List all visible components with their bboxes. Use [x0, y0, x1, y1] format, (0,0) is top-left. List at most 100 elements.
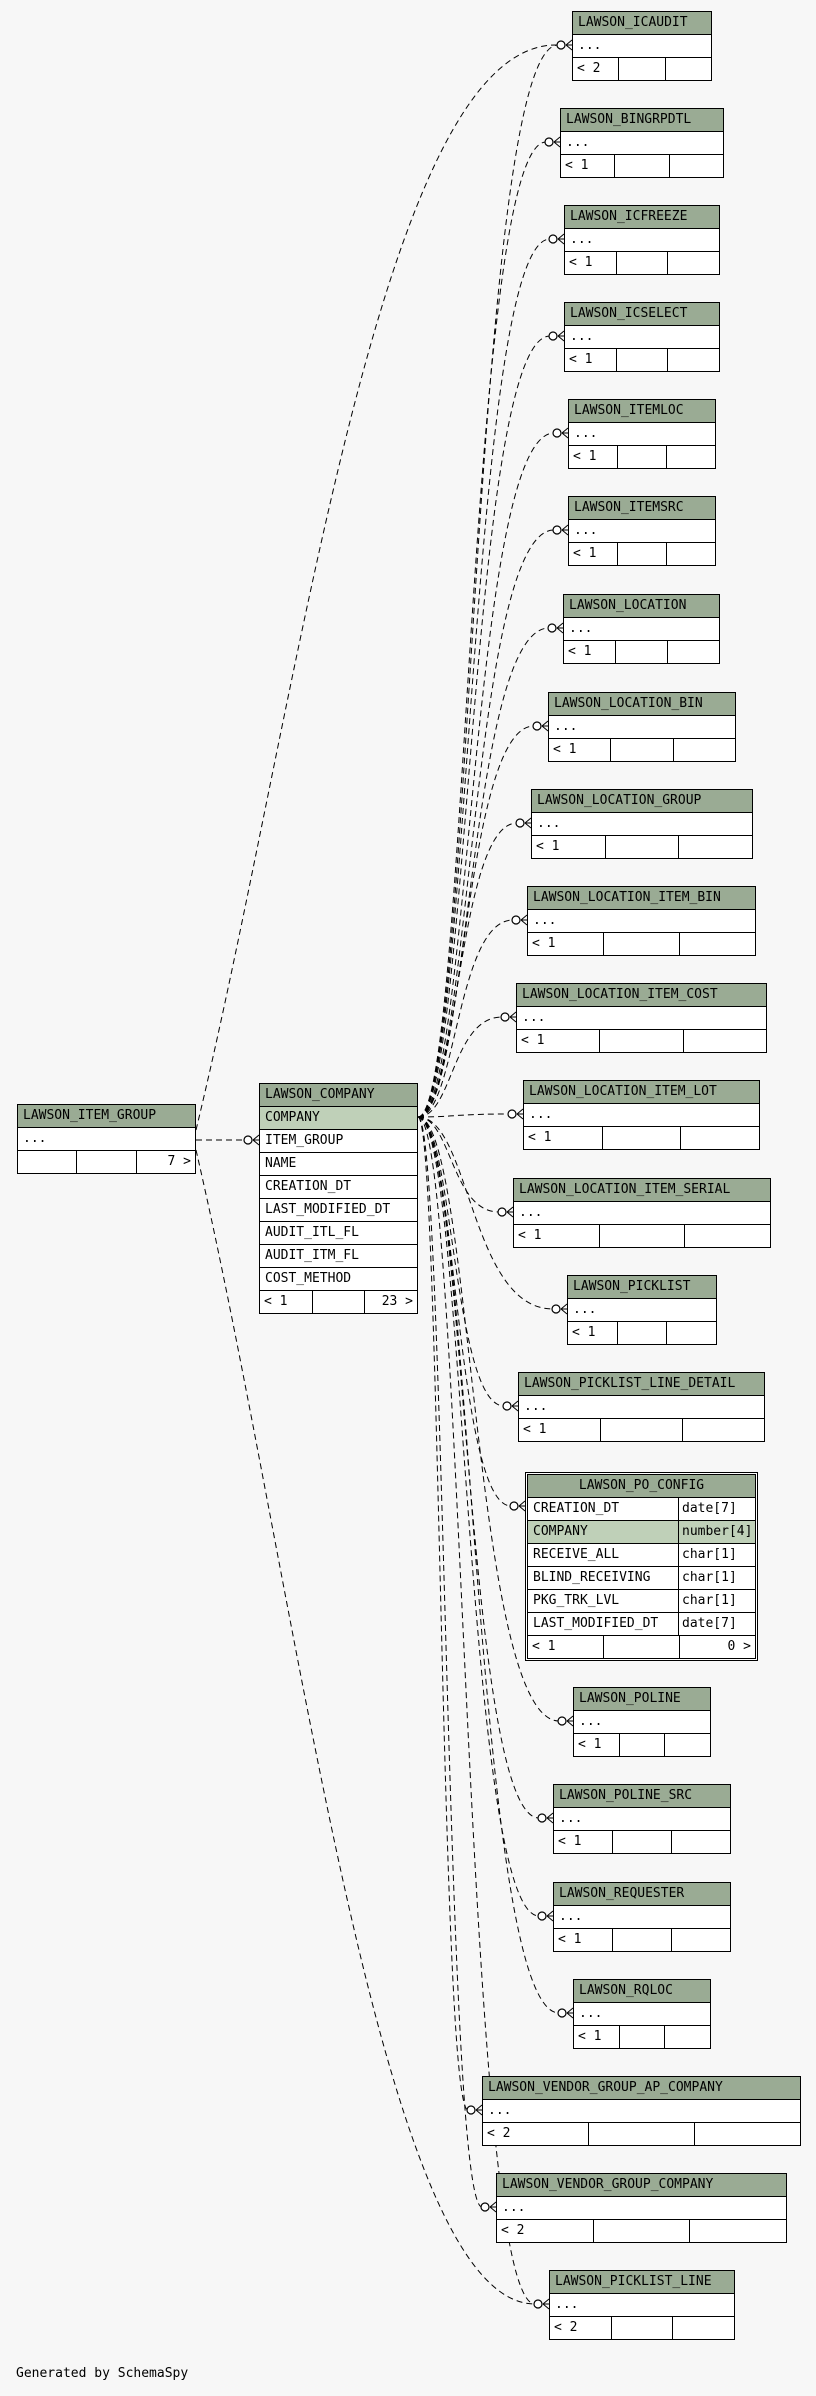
optional-circle [537, 1813, 547, 1823]
ellipsis-row: ... [550, 2294, 734, 2317]
table-child[interactable]: LAWSON_REQUESTER ... < 1 [553, 1882, 731, 1952]
optional-circle [243, 1135, 253, 1145]
table-title: LAWSON_POLINE_SRC [554, 1785, 730, 1808]
table-title: LAWSON_PO_CONFIG [528, 1475, 755, 1498]
parents-count: < 1 [565, 349, 617, 371]
table-child[interactable]: LAWSON_PICKLIST_LINE ... < 2 [549, 2270, 735, 2340]
optional-circle [497, 1207, 507, 1217]
optional-circle [515, 818, 525, 828]
columns-count [604, 933, 680, 955]
columns-count [601, 1419, 683, 1441]
table-lawson-company[interactable]: LAWSON_COMPANY COMPANY ITEM_GROUP NAME C… [259, 1083, 418, 1314]
table-child[interactable]: LAWSON_PICKLIST ... < 1 [567, 1275, 717, 1345]
table-title: LAWSON_LOCATION_ITEM_COST [517, 984, 766, 1007]
optional-circle [466, 2105, 476, 2115]
ellipsis-row: ... [565, 326, 719, 349]
parents-count: < 1 [524, 1127, 603, 1149]
table-child[interactable]: LAWSON_LOCATION_ITEM_SERIAL ... < 1 [513, 1178, 771, 1248]
columns-count [612, 2317, 674, 2339]
table-footer: < 1 [532, 836, 752, 858]
optional-circle [532, 721, 542, 731]
table-child[interactable]: LAWSON_LOCATION_ITEM_BIN ... < 1 [527, 886, 756, 956]
table-child[interactable]: LAWSON_POLINE ... < 1 [573, 1687, 711, 1757]
children-count [666, 58, 711, 80]
table-child[interactable]: LAWSON_ITEMSRC ... < 1 [568, 496, 716, 566]
table-footer: < 2 [483, 2123, 800, 2145]
columns-count [618, 1322, 668, 1344]
table-child[interactable]: LAWSON_PICKLIST_LINE_DETAIL ... < 1 [518, 1372, 765, 1442]
table-lawson-item-group[interactable]: LAWSON_ITEM_GROUP ... 7 > [17, 1104, 196, 1174]
columns-count [600, 1225, 686, 1247]
parents-count: < 1 [561, 155, 616, 177]
table-child[interactable]: LAWSON_VENDOR_GROUP_COMPANY ... < 2 [496, 2173, 787, 2243]
table-child[interactable]: LAWSON_LOCATION_BIN ... < 1 [548, 692, 736, 762]
columns-count [77, 1151, 137, 1173]
ellipsis-row: ... [569, 520, 715, 543]
column-type: date[7] [682, 1501, 737, 1516]
table-title: LAWSON_LOCATION [564, 595, 719, 618]
optional-circle [507, 1109, 517, 1119]
optional-circle [537, 1911, 547, 1921]
columns-count [620, 1734, 666, 1756]
columns-count [616, 641, 668, 663]
optional-circle [533, 2299, 543, 2309]
columns-count [611, 739, 674, 761]
columns-count [606, 836, 680, 858]
parents-count: < 1 [564, 641, 616, 663]
table-footer: < 1 [517, 1030, 766, 1052]
children-count [695, 2123, 800, 2145]
table-child[interactable]: LAWSON_RQLOC ... < 1 [573, 1979, 711, 2049]
children-count [665, 2026, 710, 2048]
table-title: LAWSON_VENDOR_GROUP_COMPANY [497, 2174, 786, 2197]
table-child[interactable]: LAWSON_LOCATION_ITEM_COST ... < 1 [516, 983, 767, 1053]
ellipsis-row: ... [549, 716, 735, 739]
table-footer: < 1 [564, 641, 719, 663]
children-count [667, 446, 715, 468]
table-child[interactable]: LAWSON_ICAUDIT ... < 2 [572, 11, 712, 81]
columns-count [589, 2123, 695, 2145]
table-title: LAWSON_VENDOR_GROUP_AP_COMPANY [483, 2077, 800, 2100]
column-name: CREATION_DT [528, 1498, 679, 1520]
relationship-line [417, 141, 547, 1118]
table-child[interactable]: LAWSON_LOCATION_ITEM_LOT ... < 1 [523, 1080, 760, 1150]
ellipsis-row: ... [18, 1128, 195, 1151]
optional-circle [500, 1012, 510, 1022]
table-child[interactable]: LAWSON_ICFREEZE ... < 1 [564, 205, 720, 275]
ellipsis-row: ... [561, 132, 723, 155]
columns-count [594, 2220, 691, 2242]
relationship-line [417, 1016, 503, 1118]
relationship-line [417, 1116, 500, 1213]
columns-count [613, 1929, 672, 1951]
parents-count: < 1 [514, 1225, 600, 1247]
table-footer: < 1 [574, 1734, 710, 1756]
table-child[interactable]: LAWSON_LOCATION_GROUP ... < 1 [531, 789, 753, 859]
parents-count [18, 1151, 78, 1173]
table-child[interactable]: LAWSON_ITEMLOC ... < 1 [568, 399, 716, 469]
columns-count [603, 1127, 682, 1149]
children-count: 7 > [167, 1154, 191, 1169]
table-child[interactable]: LAWSON_ICSELECT ... < 1 [564, 302, 720, 372]
ellipsis-row: ... [524, 1104, 759, 1127]
ellipsis-row: ... [574, 2003, 710, 2026]
generated-by-label: Generated by SchemaSpy [16, 2366, 189, 2381]
ellipsis-row: ... [528, 910, 755, 933]
table-child[interactable]: LAWSON_LOCATION ... < 1 [563, 594, 720, 664]
optional-circle [509, 1501, 519, 1511]
table-footer: 7 > [18, 1151, 195, 1173]
optional-circle [551, 1304, 561, 1314]
column-row: AUDIT_ITL_FL [260, 1222, 417, 1245]
children-count [685, 1225, 770, 1247]
table-child[interactable]: LAWSON_VENDOR_GROUP_AP_COMPANY ... < 2 [482, 2076, 801, 2146]
parents-count: < 1 [260, 1291, 313, 1313]
relationship-line [417, 1116, 469, 2111]
ellipsis-row: ... [573, 35, 711, 58]
optional-circle [552, 428, 562, 438]
table-footer: < 2 [497, 2220, 786, 2242]
relationship-line [417, 1113, 510, 1118]
children-count [665, 1734, 710, 1756]
table-footer: < 1 23 > [260, 1291, 417, 1313]
table-child[interactable]: LAWSON_BINGRPDTL ... < 1 [560, 108, 724, 178]
table-child[interactable]: LAWSON_POLINE_SRC ... < 1 [553, 1784, 731, 1854]
